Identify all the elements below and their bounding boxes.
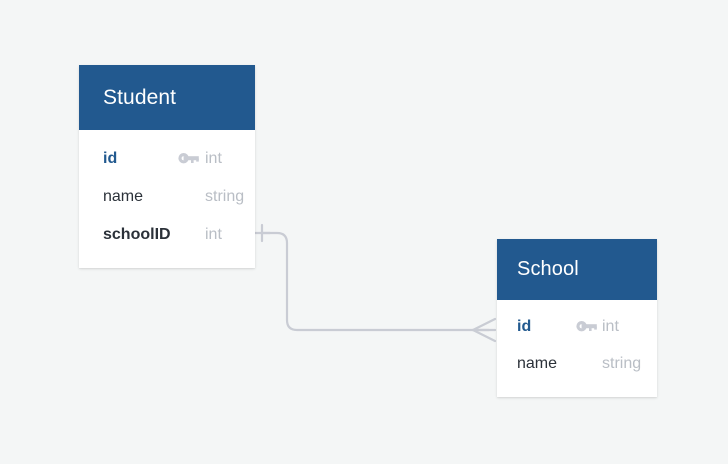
- key-icon: [572, 320, 602, 334]
- field-type: int: [205, 150, 222, 167]
- field-name: id: [517, 317, 532, 335]
- field-type: string: [205, 188, 245, 205]
- entity-card-student[interactable]: Student id int name s: [79, 65, 255, 268]
- field-row[interactable]: id int: [79, 140, 255, 178]
- crows-foot-icon: [471, 317, 497, 343]
- field-type: int: [602, 317, 619, 335]
- field-row[interactable]: id int: [497, 308, 657, 345]
- plus-crosshair-icon: [252, 223, 272, 243]
- entity-title: School: [517, 258, 579, 280]
- entity-header-school[interactable]: School: [497, 239, 657, 300]
- field-name: id: [103, 150, 118, 167]
- field-name: schoolID: [103, 226, 171, 243]
- entity-field-list-school: id int name string: [497, 300, 657, 397]
- field-name: name: [517, 354, 558, 372]
- entity-field-list-student: id int name string schoo: [79, 130, 255, 268]
- field-type: int: [205, 226, 222, 243]
- relationship-line: [260, 231, 491, 332]
- field-type: string: [602, 354, 642, 372]
- field-name: name: [103, 188, 144, 205]
- field-row[interactable]: name string: [79, 178, 255, 216]
- field-row[interactable]: schoolID int: [79, 216, 255, 254]
- field-row[interactable]: name string: [497, 345, 657, 382]
- entity-title: Student: [103, 85, 177, 109]
- entity-header-student[interactable]: Student: [79, 65, 255, 130]
- key-icon: [173, 152, 205, 166]
- entity-card-school[interactable]: School id int name st: [497, 239, 657, 397]
